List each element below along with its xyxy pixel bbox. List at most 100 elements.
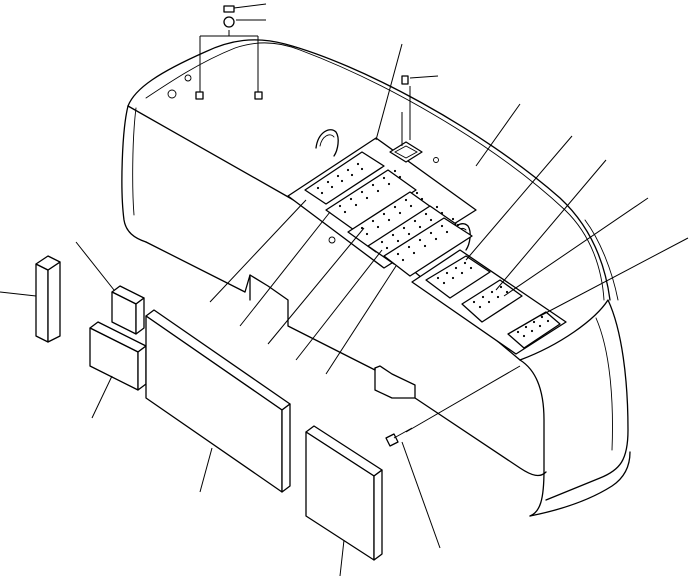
narrow-block-side [47,261,61,343]
bolt-hole [423,244,427,248]
leader-line-13 [295,249,383,361]
leader-line-16 [75,241,115,291]
plate-6 [425,255,491,299]
bolt-hole [382,176,386,180]
leader-line-9 [539,237,689,317]
bolt-hole [440,211,444,215]
bolt-hole [360,190,364,194]
bolt-hole [456,223,460,227]
bolt-hole [338,204,342,208]
leader-line-20 [401,441,441,549]
bolt-hole [522,334,526,338]
counterweight-body [121,39,631,517]
bolt-hole [445,230,449,234]
leader-line-11 [239,211,331,327]
bolt-hole [360,167,364,171]
bolt-hole [376,189,380,193]
bolt-hole [393,169,397,173]
bolt-hole [356,162,360,166]
leader-line-12 [267,227,365,345]
leader-line-14 [325,265,397,375]
bolt-hole [365,232,369,236]
bolt-hole [326,180,330,184]
bolt-hole [424,212,428,216]
callout-leaders [0,3,689,576]
bolt-head-icon [223,5,235,13]
bolt-hole [469,266,473,270]
pin-icon [401,75,409,85]
bolt-hole [393,205,397,209]
bolt-hole [472,300,476,304]
bolt-hole [413,219,417,223]
bolt-hole [349,197,353,201]
bolt-hole [354,203,358,207]
bolt-hole [440,224,444,228]
bolt-hole [499,285,503,289]
bolt-hole [530,329,534,333]
rear-corner-shade [584,219,619,301]
bolt-hole [340,179,344,183]
bolt-hole [434,237,438,241]
bolt-hole [382,212,386,216]
bolt-hole [478,305,482,309]
bolt-hole [396,252,400,256]
bolt-hole [418,238,422,242]
bolt-hole [398,175,402,179]
leader-line-6 [465,135,573,261]
large-plate-front [145,315,283,493]
bolt-hole [435,205,439,209]
cutout-left [244,274,376,371]
bolt-hole [487,300,491,304]
leader-line-5 [475,103,521,167]
bolt-hole [409,204,413,208]
bolt-hole [463,261,467,265]
right-end-inner [595,317,613,451]
bolt-hole [442,281,446,285]
bolt-hole [407,232,411,236]
bolt-hole [538,324,542,328]
narrow-block-top [35,255,61,271]
top-holes [167,74,439,244]
bolt-hole [387,218,391,222]
bolt-hole [391,233,395,237]
cover-bracket [389,75,423,163]
bolt-hole [481,295,485,299]
block-lower-side [137,345,147,391]
plate-5 [383,217,473,277]
leader-line-1 [233,3,267,9]
cutout-right [374,365,416,399]
bolt-hole [418,225,422,229]
bottom-edge-right [414,397,547,477]
square-block-side [373,469,383,561]
narrow-block-front [35,263,49,343]
leader-line-10 [209,199,307,303]
bolt-hole [407,245,411,249]
plate-bolt-holes [316,162,550,338]
bolt-hole [376,225,380,229]
loose-parts [35,255,413,561]
bottom-right-corner [529,451,631,517]
bolt-hole [516,330,520,334]
plate-7 [461,279,523,323]
bolt-hole [490,290,494,294]
leader-line-18 [199,447,213,493]
bolt-hole [350,173,354,177]
bolt-hole [380,240,384,244]
bolt-hole [365,196,369,200]
bolt-hole [316,186,320,190]
bolt-hole [524,325,528,329]
plate-2 [325,169,417,231]
bolt-hole [346,168,350,172]
left-end [121,105,147,243]
bolt-hole [402,226,406,230]
leader-line-7 [495,159,607,291]
bolt-hole [387,182,391,186]
bolt-hole [336,174,340,178]
bolt-hole [445,271,449,275]
bolt-hole [451,276,455,280]
bolt-hole [371,183,375,187]
washer-icon [223,16,235,28]
leader-line-3 [409,75,439,79]
